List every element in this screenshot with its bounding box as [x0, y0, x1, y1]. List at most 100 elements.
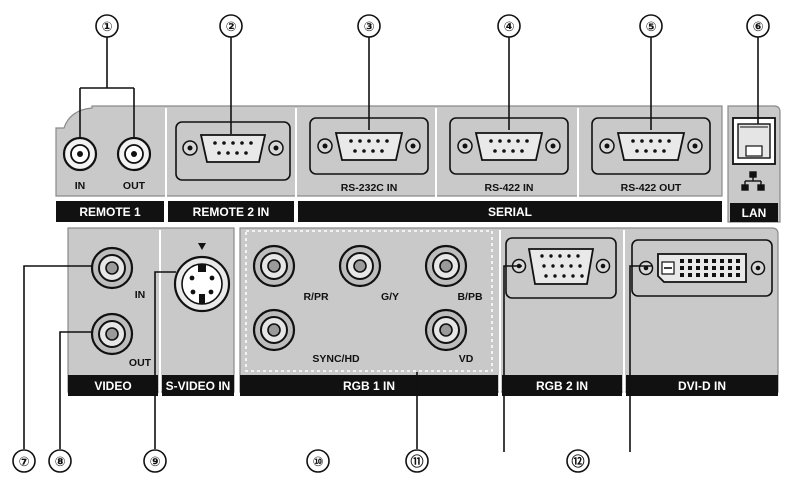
- dvi-pin: [688, 259, 692, 263]
- svg-text:⑫: ⑫: [571, 454, 584, 470]
- callout-7: ⑦: [12, 449, 36, 473]
- rgb2-label-bar: [502, 375, 622, 396]
- dvi-pin: [736, 266, 740, 270]
- remote-in-jack: [62, 136, 98, 172]
- vd-bnc-connector: [424, 308, 468, 352]
- dvi-pin: [680, 259, 684, 263]
- svideo-section-label: S-VIDEO IN: [166, 379, 231, 393]
- rs422-in-dsub9-connector: [449, 117, 569, 175]
- dvi-label-bar: [626, 375, 778, 396]
- callout-9: ⑨: [143, 449, 167, 473]
- dvi-pin: [688, 266, 692, 270]
- rgb1-section-label: RGB 1 IN: [343, 379, 395, 393]
- vd-label: VD: [459, 353, 474, 365]
- rs422-in-label: RS-422 IN: [484, 182, 533, 194]
- serial-label-bar: [298, 201, 722, 222]
- dvi-pin: [720, 266, 724, 270]
- remote2-dsub9-connector: [175, 121, 291, 181]
- svg-text:⑪: ⑪: [410, 454, 423, 470]
- callout-8: ⑧: [48, 449, 72, 473]
- b-pb-label: B/PB: [457, 291, 483, 303]
- r-pr-label: R/PR: [303, 291, 329, 303]
- dvi-section-label: DVI-D IN: [678, 379, 726, 393]
- bottom-right-panel: [239, 227, 779, 393]
- svg-text:④: ④: [503, 20, 514, 35]
- svg-text:③: ③: [363, 20, 374, 35]
- rs232c-dsub9-connector: [309, 117, 429, 175]
- dvi-pin: [712, 266, 716, 270]
- callout-3: ③: [357, 14, 381, 38]
- dvi-pin: [704, 273, 708, 277]
- svg-text:①: ①: [101, 20, 112, 35]
- dvi-pin: [696, 266, 700, 270]
- r-pr-bnc-connector: [252, 244, 296, 288]
- svg-text:⑦: ⑦: [18, 455, 29, 470]
- network-icon: [741, 171, 765, 191]
- dvi-pin: [720, 273, 724, 277]
- dvi-pin: [728, 266, 732, 270]
- rgb1-label-bar: [240, 375, 498, 396]
- g-y-bnc-connector: [338, 244, 382, 288]
- leader-7: [23, 265, 92, 449]
- svideo-label-bar: [162, 375, 234, 396]
- video-out-bnc-connector: [90, 312, 134, 356]
- dvi-pin: [688, 273, 692, 277]
- leader-12b: [629, 265, 652, 452]
- dvi-pin: [736, 259, 740, 263]
- dvi-pin: [696, 259, 700, 263]
- video-in-label: IN: [135, 289, 146, 301]
- dvi-pin: [704, 259, 708, 263]
- sync-hd-bnc-connector: [252, 308, 296, 352]
- dvi-pin: [704, 266, 708, 270]
- rj45-connector-icon: [732, 117, 776, 165]
- dvi-pin: [680, 266, 684, 270]
- dvi-pin: [736, 273, 740, 277]
- leader-8: [59, 331, 92, 449]
- rgb2-section-label: RGB 2 IN: [536, 379, 588, 393]
- remote1-section-label: REMOTE 1: [79, 205, 141, 219]
- b-pb-bnc-connector: [424, 244, 468, 288]
- dvi-pin: [696, 273, 700, 277]
- dvi-pin: [728, 259, 732, 263]
- leader-12a: [503, 265, 522, 452]
- remote2-label-bar: [168, 201, 294, 222]
- leader-1: [79, 37, 135, 137]
- svg-text:②: ②: [225, 20, 236, 35]
- rs422-out-label: RS-422 OUT: [621, 182, 682, 194]
- svg-text:⑤: ⑤: [645, 20, 656, 35]
- video-in-bnc-connector: [90, 246, 134, 290]
- callout-5: ⑤: [639, 14, 663, 38]
- serial-section-label: SERIAL: [488, 205, 532, 219]
- callout-10: ⑩: [306, 449, 330, 473]
- lan-section-label: LAN: [742, 206, 767, 220]
- dvi-pin: [720, 259, 724, 263]
- dvi-pin: [680, 273, 684, 277]
- dvi-pin: [728, 273, 732, 277]
- dvi-pin: [712, 273, 716, 277]
- mini-din-connector-icon: [173, 243, 231, 313]
- remote-out-label: OUT: [123, 180, 146, 192]
- rs422-out-dsub9-connector: [591, 117, 711, 175]
- svg-text:⑩: ⑩: [312, 455, 323, 470]
- g-y-label: G/Y: [381, 291, 399, 303]
- remote1-label-bar: [56, 201, 164, 222]
- svg-text:⑥: ⑥: [752, 20, 763, 35]
- video-label-bar: [68, 375, 158, 396]
- dsub15-connector-icon: [505, 237, 617, 299]
- rs232c-label: RS-232C IN: [341, 182, 398, 194]
- callout-1: ①: [95, 14, 119, 38]
- remote2-section-label: REMOTE 2 IN: [193, 205, 270, 219]
- rgb1-group-frame: [245, 230, 493, 372]
- leader-9: [154, 271, 176, 449]
- video-section-label: VIDEO: [94, 379, 131, 393]
- callout-2: ②: [219, 14, 243, 38]
- dvi-pin: [712, 259, 716, 263]
- dvi-connector-icon: [631, 239, 773, 297]
- remote-in-label: IN: [75, 180, 86, 192]
- callout-6: ⑥: [746, 14, 770, 38]
- callout-11: ⑪: [405, 449, 429, 473]
- sync-hd-label: SYNC/HD: [312, 353, 360, 365]
- svg-text:⑨: ⑨: [149, 455, 160, 470]
- video-out-label: OUT: [129, 357, 152, 369]
